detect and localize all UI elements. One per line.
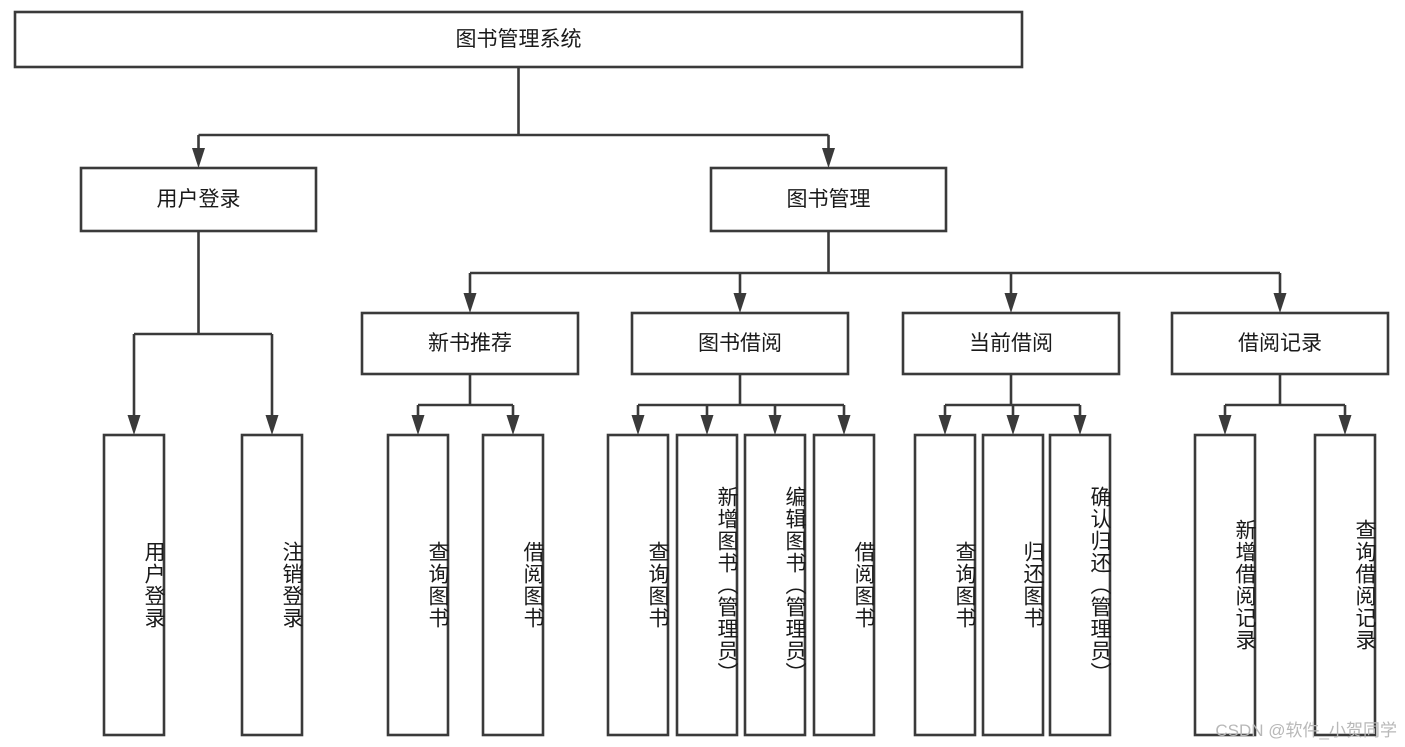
level3-node-box-borrow-records[interactable] (1170, 311, 1390, 376)
user-login-leaf-drop-1-arrowhead (265, 415, 279, 435)
new-book-recommend-leaf-drop-1-arrowhead (506, 415, 520, 435)
borrow-records-leaf-drop-1-arrowhead (1338, 415, 1352, 435)
connector-lines (127, 67, 1352, 435)
level3-node-box-current-borrow[interactable] (901, 311, 1121, 376)
leaf-node-box-leaf-edit-book-admin[interactable] (743, 433, 807, 737)
level3-node-label-book-borrow: 图书借阅 (698, 332, 782, 355)
leaf-node-box-leaf-borrow-book-rec[interactable] (481, 433, 545, 737)
root-node-label: 图书管理系统 (456, 28, 582, 51)
node-boxes (13, 10, 1390, 737)
level3-drop-1-arrowhead (733, 293, 747, 313)
user-login-leaf-drop-0-arrowhead (127, 415, 141, 435)
book-borrow-leaf-drop-2-arrowhead (768, 415, 782, 435)
level3-drop-3-arrowhead (1273, 293, 1287, 313)
leaf-node-box-leaf-add-borrow-record[interactable] (1193, 433, 1257, 737)
leaf-node-box-leaf-user-login[interactable] (102, 433, 166, 737)
book-borrow-leaf-drop-3-arrowhead (837, 415, 851, 435)
level2-node-box-user-login[interactable] (79, 166, 318, 233)
book-borrow-leaf-drop-1-arrowhead (700, 415, 714, 435)
level2-node-label-book-management: 图书管理 (787, 188, 871, 211)
level3-drop-2-arrowhead (1004, 293, 1018, 313)
root-node-box[interactable] (13, 10, 1024, 69)
leaf-node-box-leaf-logout[interactable] (240, 433, 304, 737)
leaf-node-box-leaf-add-book-admin[interactable] (675, 433, 739, 737)
level3-node-label-current-borrow: 当前借阅 (969, 332, 1053, 355)
level3-node-box-new-book-recommend[interactable] (360, 311, 580, 376)
level3-node-label-borrow-records: 借阅记录 (1238, 332, 1322, 355)
level3-node-box-book-borrow[interactable] (630, 311, 850, 376)
new-book-recommend-leaf-drop-0-arrowhead (411, 415, 425, 435)
level3-drop-0-arrowhead (463, 293, 477, 313)
current-borrow-leaf-drop-2-arrowhead (1073, 415, 1087, 435)
level2-drop-0-arrowhead (192, 148, 205, 168)
leaf-node-box-leaf-return-book[interactable] (981, 433, 1045, 737)
level2-drop-1-arrowhead (822, 148, 835, 168)
level2-node-label-user-login: 用户登录 (157, 188, 241, 211)
watermark-text: CSDN @软件_小贺同学 (1215, 721, 1397, 740)
leaf-node-box-leaf-query-book-borrow[interactable] (606, 433, 670, 737)
leaf-node-box-leaf-query-book-current[interactable] (913, 433, 977, 737)
borrow-records-leaf-drop-0-arrowhead (1218, 415, 1232, 435)
book-borrow-leaf-drop-0-arrowhead (631, 415, 645, 435)
leaf-node-box-leaf-confirm-return-admin[interactable] (1048, 433, 1112, 737)
level2-node-box-book-management[interactable] (709, 166, 948, 233)
leaf-node-box-leaf-query-book-rec[interactable] (386, 433, 450, 737)
current-borrow-leaf-drop-1-arrowhead (1006, 415, 1020, 435)
level3-node-label-new-book-recommend: 新书推荐 (428, 332, 512, 355)
leaf-node-box-leaf-query-borrow-record[interactable] (1313, 433, 1377, 737)
current-borrow-leaf-drop-0-arrowhead (938, 415, 952, 435)
leaf-node-box-leaf-borrow-book[interactable] (812, 433, 876, 737)
